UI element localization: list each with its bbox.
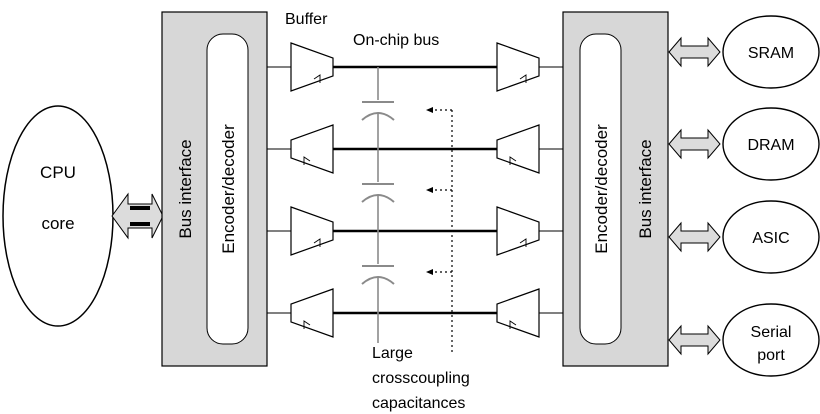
left-bus-interface-block: Bus interface Encoder/decoder: [161, 11, 268, 367]
left-buffer: [290, 124, 334, 174]
peripheral-ellipse: [722, 200, 820, 274]
capacitance-label-line1: Large: [372, 345, 413, 362]
coupling-capacitor: [361, 264, 395, 285]
capacitance-pointer: [426, 107, 453, 353]
peripheral-ellipse: [722, 15, 820, 89]
capacitance-label-line3: capacitances: [372, 395, 465, 412]
cpu-label-line1: CPU: [40, 163, 76, 182]
double-arrow: [668, 128, 721, 160]
peripheral-serial-port: Serial port: [668, 303, 820, 377]
capacitance-label: Large crosscoupling capacitances: [372, 345, 470, 412]
double-arrow: [668, 36, 721, 68]
left-buffer: [290, 206, 334, 256]
left-buffer: [290, 42, 334, 92]
right-buffer: [496, 42, 540, 92]
cpu-bus-arrow: [111, 192, 164, 240]
arrowhead: [426, 187, 433, 193]
right-bus-interface-block: Encoder/decoder Bus interface: [562, 11, 669, 367]
right-buffer: [496, 206, 540, 256]
peripheral-label-line2: port: [757, 347, 785, 364]
left-encoder-decoder-label: Encoder/decoder: [219, 124, 238, 254]
peripheral-label: ASIC: [752, 230, 789, 247]
left-bus-interface-label: Bus interface: [176, 139, 195, 238]
on-chip-bus-label: On-chip bus: [353, 32, 439, 49]
coupling-capacitors: [361, 67, 395, 343]
bus-lanes: [267, 42, 563, 338]
peripheral-sram: SRAM: [668, 15, 820, 89]
peripheral-label: SRAM: [748, 45, 794, 62]
peripheral-ellipse: [722, 107, 820, 181]
cpu-label-line2: core: [41, 214, 74, 233]
peripheral-asic: ASIC: [668, 200, 820, 274]
peripheral-label: DRAM: [747, 137, 794, 154]
double-arrow: [668, 221, 721, 253]
arrowhead: [426, 107, 433, 113]
coupling-capacitor: [361, 182, 395, 203]
peripheral-dram: DRAM: [668, 107, 820, 181]
right-buffer: [496, 288, 540, 338]
peripheral-ellipse: [722, 303, 820, 377]
cpu-core: CPU core: [2, 105, 114, 327]
buffer-label: Buffer: [285, 11, 328, 28]
right-bus-interface-label: Bus interface: [636, 139, 655, 238]
capacitance-label-line2: crosscoupling: [372, 370, 470, 387]
peripheral-label-line1: Serial: [751, 324, 792, 341]
double-arrow: [668, 324, 721, 356]
right-encoder-decoder-label: Encoder/decoder: [592, 124, 611, 254]
arrowhead: [426, 269, 433, 275]
peripherals: SRAM DRAM ASIC Serial port: [668, 15, 820, 377]
left-buffer: [290, 288, 334, 338]
right-buffer: [496, 124, 540, 174]
coupling-capacitor: [361, 100, 395, 121]
